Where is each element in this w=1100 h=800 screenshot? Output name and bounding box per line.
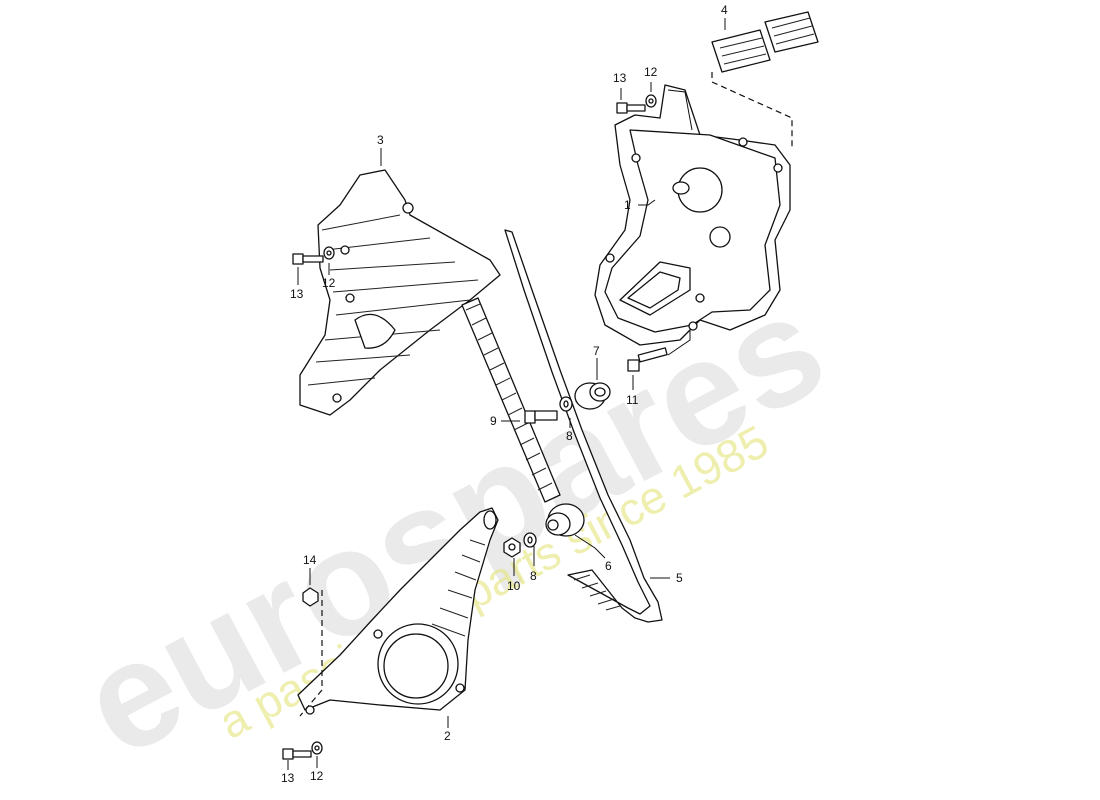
toothed-pulley[interactable] [545, 503, 585, 537]
washer-8-lower[interactable] [523, 532, 537, 548]
washer-12-bottom[interactable] [311, 741, 323, 755]
callout-leaders [287, 18, 726, 770]
callout-9: 9 [490, 414, 497, 428]
callout-3: 3 [377, 133, 384, 147]
callout-1: 1 [624, 198, 631, 212]
callout-13-upper-right: 13 [613, 71, 627, 85]
callout-14: 14 [303, 553, 317, 567]
washer-12-upper-right[interactable] [645, 94, 657, 108]
bolt-13-bottom[interactable] [282, 748, 312, 760]
grommets[interactable] [711, 11, 819, 73]
callout-labels: 1 2 3 4 5 6 7 8 8 9 10 11 12 12 12 13 13… [281, 3, 728, 785]
callout-12-bottom: 12 [310, 769, 324, 783]
bolt-13-upper-right[interactable] [616, 102, 646, 114]
bolt-11-leader [667, 330, 691, 356]
nut-14[interactable] [302, 587, 319, 607]
lower-cover-leader [299, 590, 323, 717]
callout-11: 11 [626, 393, 639, 407]
callout-2: 2 [444, 729, 451, 743]
upper-timing-cover[interactable] [299, 169, 501, 416]
tensioner-roller[interactable] [574, 382, 611, 410]
callout-6: 6 [605, 559, 612, 573]
washer-8-upper[interactable] [559, 396, 573, 412]
nut-10[interactable] [503, 537, 521, 558]
callout-13-bottom: 13 [281, 771, 295, 785]
watermark-brand: eurospares [56, 260, 849, 788]
callout-10: 10 [507, 579, 521, 593]
callout-13-upper-left: 13 [290, 287, 304, 301]
callout-8-lower: 8 [530, 569, 537, 583]
watermark: eurospares a passion for parts since 198… [56, 260, 849, 788]
washer-12-upper-left[interactable] [323, 246, 335, 260]
callout-12-upper-left: 12 [322, 276, 336, 290]
bolt-11[interactable] [627, 347, 668, 372]
callout-5: 5 [676, 571, 683, 585]
rear-timing-cover[interactable] [594, 84, 791, 346]
bolt-13-upper-left[interactable] [292, 253, 324, 265]
bolt-9[interactable] [524, 410, 558, 424]
callout-12-upper-right: 12 [644, 65, 658, 79]
lower-timing-cover[interactable] [297, 507, 499, 715]
callout-4: 4 [721, 3, 728, 17]
callout-8-upper: 8 [566, 429, 573, 443]
toothed-belt[interactable] [461, 229, 663, 623]
callout-7: 7 [593, 344, 600, 358]
grommet-leader [711, 72, 793, 150]
